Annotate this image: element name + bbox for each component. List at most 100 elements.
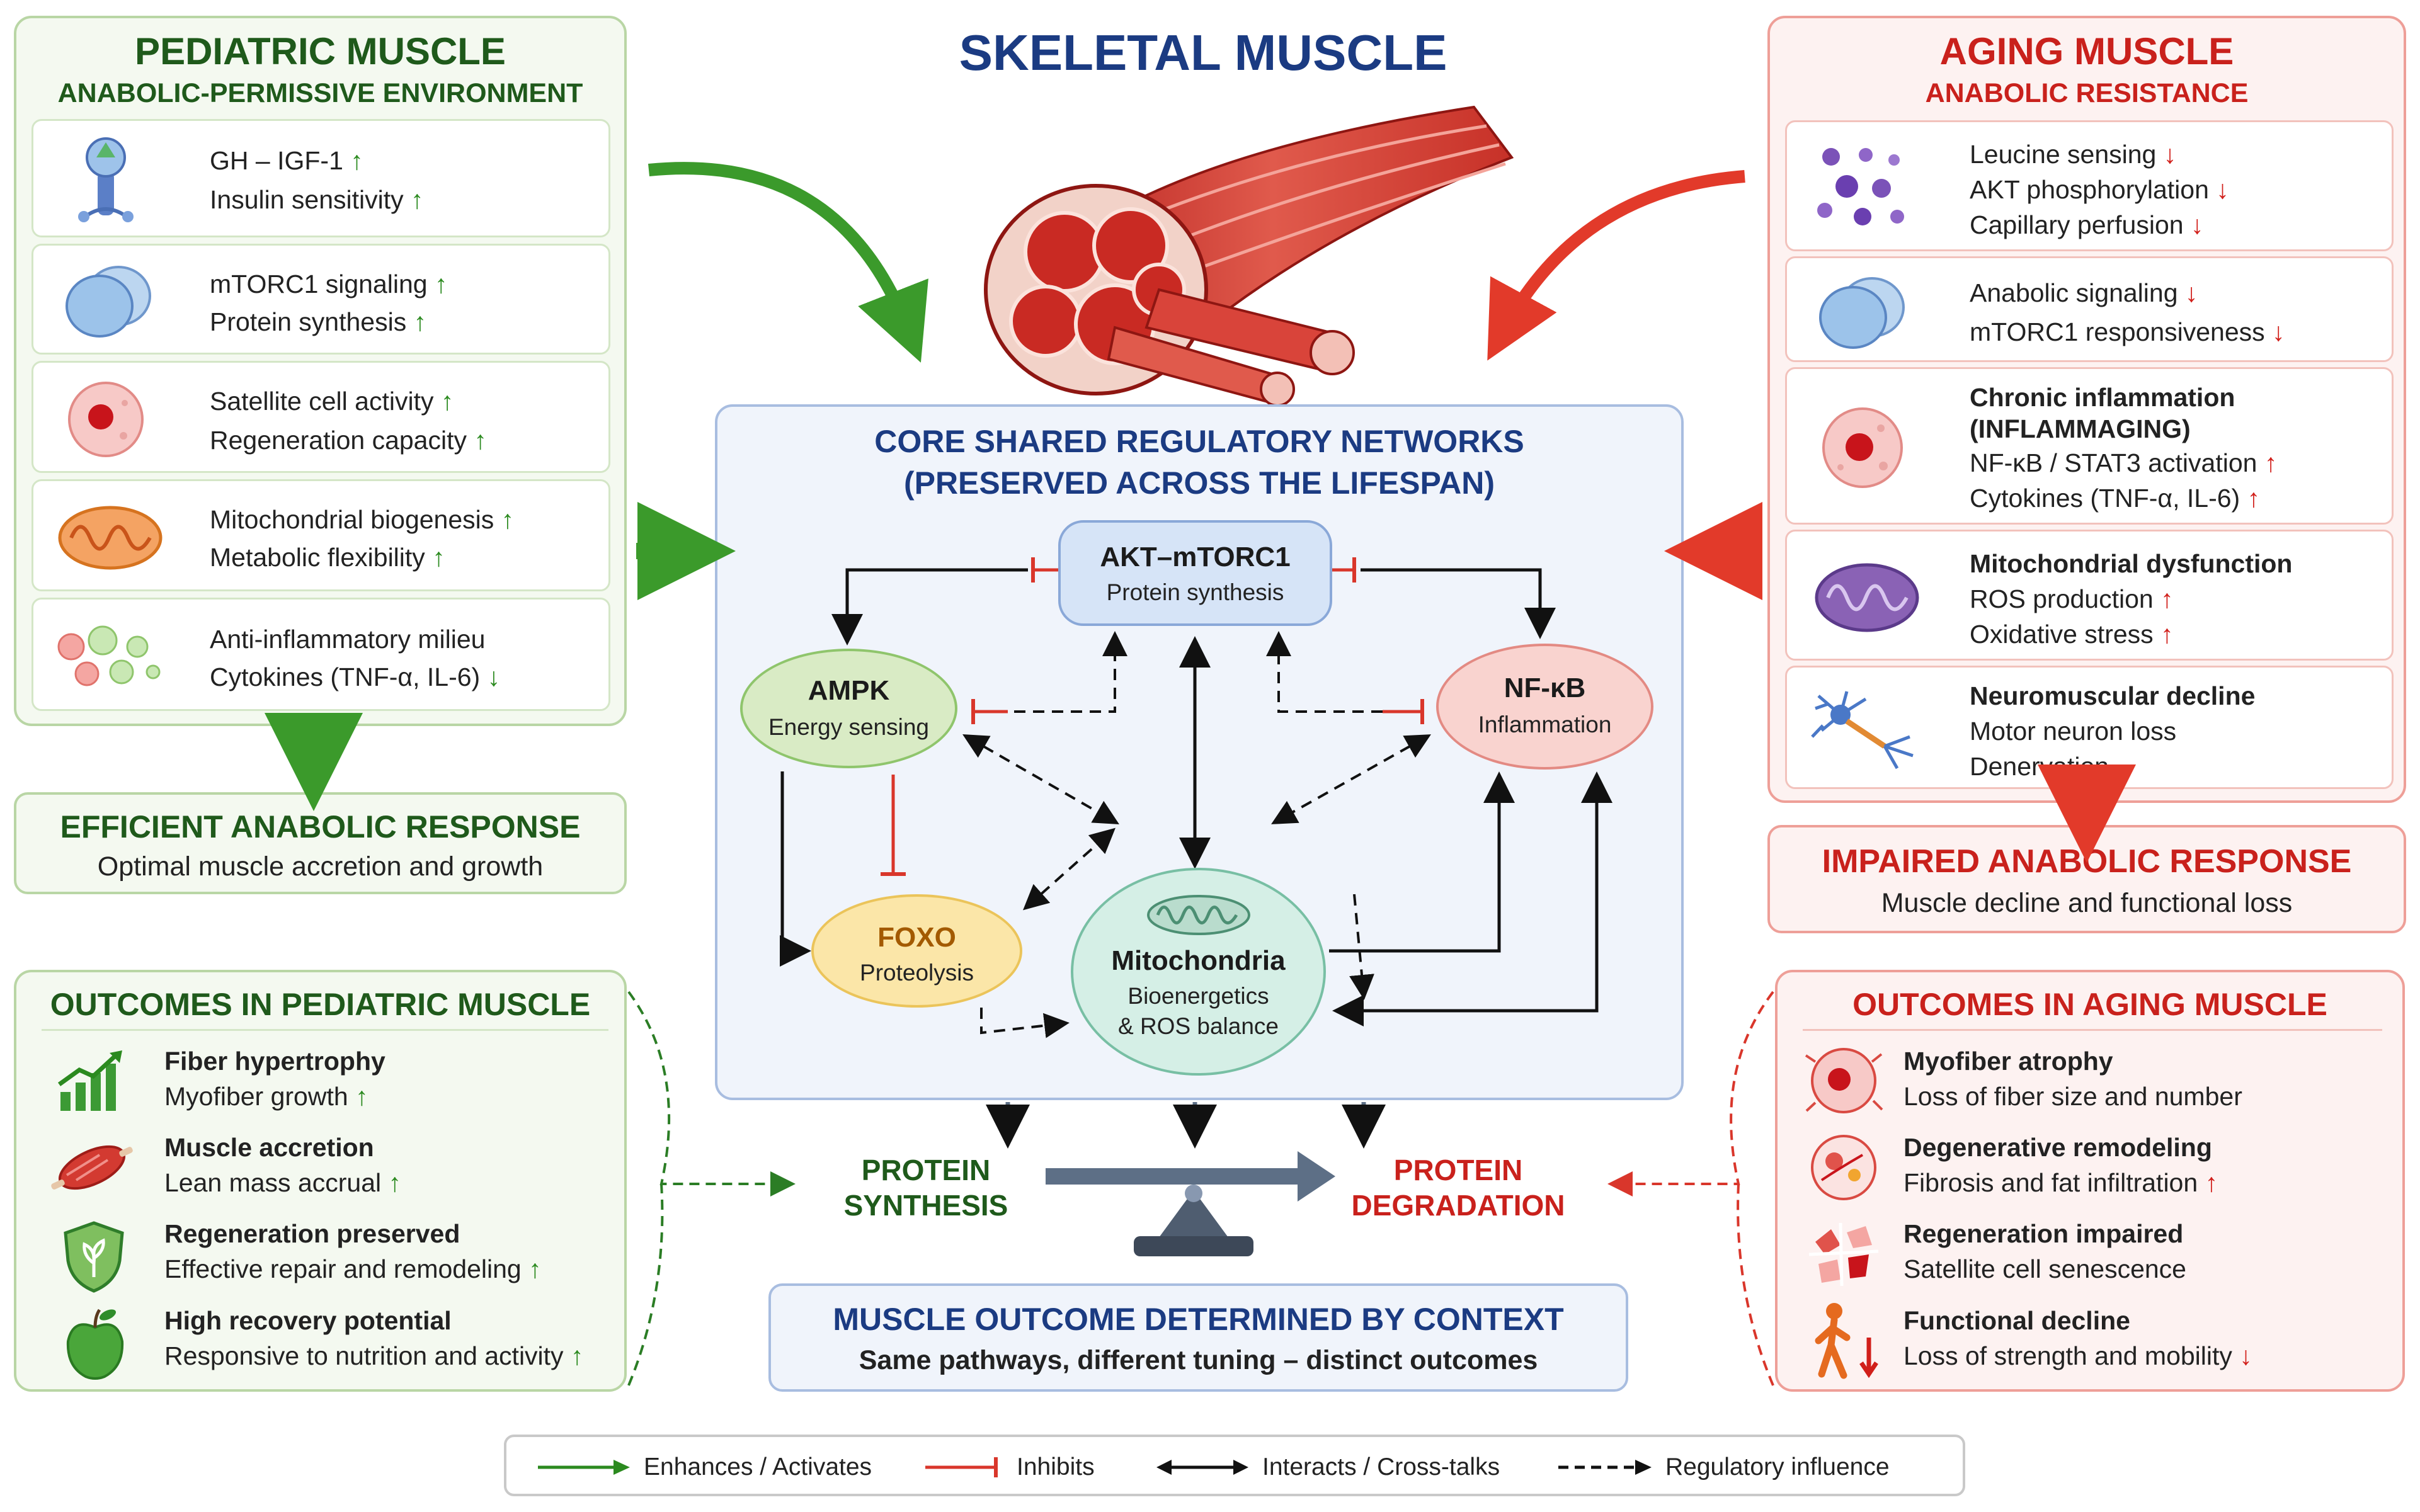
pediatric-subtitle: ANABOLIC-PERMISSIVE ENVIRONMENT <box>57 78 583 108</box>
aging-panel: AGING MUSCLE ANABOLIC RESISTANCE Leucine… <box>1767 16 2406 803</box>
legend-enhances: Enhances / Activates <box>644 1453 872 1481</box>
down-arrow-icon: ↓ <box>2184 278 2198 307</box>
legend-interacts: Interacts / Cross-talks <box>1262 1453 1500 1481</box>
protein-synthesis-line2: SYNTHESIS <box>843 1189 1008 1222</box>
aging-item-leucine: Leucine sensing ↓ AKT phosphorylation ↓ … <box>1785 120 2394 251</box>
aging-item-line: Capillary perfusion <box>1970 210 2184 239</box>
node-title: Mitochondria <box>1111 945 1286 976</box>
core-title-line1: CORE SHARED REGULATORY NETWORKS <box>874 424 1524 459</box>
satellite-cell-icon <box>68 382 144 457</box>
up-arrow-icon: ↑ <box>413 307 427 336</box>
node-title: FOXO <box>877 922 956 953</box>
pediatric-item-satellite: Satellite cell activity ↑ Regeneration c… <box>31 361 610 473</box>
node-title: NF-κB <box>1504 673 1586 703</box>
outcome-text: Responsive to nutrition and activity <box>164 1341 564 1370</box>
node-subtitle: Inflammation <box>1478 712 1612 737</box>
pediatric-item-line: Cytokines (TNF-α, IL-6) <box>210 662 481 691</box>
aging-item-line: Cytokines (TNF-α, IL-6) <box>1970 484 2240 513</box>
efficient-response-text: Optimal muscle accretion and growth <box>97 851 544 882</box>
regulatory-arrow-icon <box>1558 1460 1652 1475</box>
pediatric-outcomes-panel: OUTCOMES IN PEDIATRIC MUSCLE Fiber hyper… <box>14 970 627 1392</box>
pediatric-panel: PEDIATRIC MUSCLE ANABOLIC-PERMISSIVE ENV… <box>14 16 627 726</box>
pediatric-outcomes-title: OUTCOMES IN PEDIATRIC MUSCLE <box>50 987 591 1022</box>
node-subtitle: Bioenergetics <box>1127 983 1269 1009</box>
aging-subtitle: ANABOLIC RESISTANCE <box>1925 78 2249 108</box>
walking-person-icon <box>1815 1303 1878 1379</box>
aging-outcomes-panel: OUTCOMES IN AGING MUSCLE Myofiber atroph… <box>1775 970 2405 1392</box>
aging-item-line: Anabolic signaling <box>1970 278 2178 307</box>
up-arrow-icon: ↑ <box>388 1168 402 1197</box>
divider <box>42 1029 608 1031</box>
pediatric-item-line: mTORC1 signaling <box>210 270 428 298</box>
node-subtitle: Proteolysis <box>860 960 974 986</box>
muscle-outcome-title: MUSCLE OUTCOME DETERMINED BY CONTEXT <box>833 1302 1564 1337</box>
pediatric-item-line: Insulin sensitivity <box>210 185 404 214</box>
down-arrow-icon: ↓ <box>2163 140 2177 169</box>
node-ampk: AMPK Energy sensing <box>740 649 957 768</box>
pediatric-item-line: Metabolic flexibility <box>210 543 425 572</box>
muscle-outcome-text: Same pathways, different tuning – distin… <box>859 1345 1538 1375</box>
shield-leaf-icon <box>64 1221 124 1293</box>
aging-item-mitochondrial: Mitochondrial dysfunction ROS production… <box>1785 530 2394 661</box>
up-arrow-icon: ↑ <box>2264 448 2278 477</box>
aging-item-line: Motor neuron loss <box>1970 717 2177 746</box>
down-arrow-icon: ↓ <box>2239 1341 2252 1370</box>
outcome-title: Degenerative remodeling <box>1903 1133 2212 1162</box>
up-arrow-icon: ↑ <box>528 1254 542 1283</box>
protein-synthesis-label: PROTEIN SYNTHESIS <box>825 1152 1027 1223</box>
protein-degradation-label: PROTEIN DEGRADATION <box>1351 1152 1565 1223</box>
leucine-molecules-icon <box>1817 148 1904 225</box>
up-arrow-icon: ↑ <box>411 185 424 214</box>
outcome-text: Fibrosis and fat infiltration <box>1903 1168 2198 1197</box>
remodeling-cell-icon <box>1811 1135 1876 1200</box>
enhances-arrow-icon <box>538 1460 630 1475</box>
node-subtitle: Protein synthesis <box>1106 579 1284 605</box>
aging-item-line: Neuromuscular decline <box>1970 681 2256 710</box>
aging-item-line: ROS production <box>1970 584 2154 613</box>
legend-inhibits: Inhibits <box>1017 1453 1095 1481</box>
up-arrow-icon: ↑ <box>501 505 515 534</box>
outcome-title: Muscle accretion <box>164 1133 374 1162</box>
up-arrow-icon: ↑ <box>435 270 448 298</box>
outcome-text: Effective repair and remodeling <box>164 1254 522 1283</box>
hormone-receptor-icon <box>78 137 134 222</box>
aging-item-line: Leucine sensing <box>1970 140 2157 169</box>
aging-item-line: NF-κB / STAT3 activation <box>1970 448 2257 477</box>
aging-item-line: Chronic inflammation <box>1970 383 2235 412</box>
aging-item-anabolic: Anabolic signaling ↓ mTORC1 responsivene… <box>1785 256 2394 362</box>
aging-item-line: (INFLAMMAGING) <box>1970 414 2191 443</box>
mitochondrion-icon <box>1815 563 1919 632</box>
down-arrow-icon: ↓ <box>2190 210 2204 239</box>
neuron-icon <box>1811 691 1914 770</box>
node-akt-mtorc1: AKT–mTORC1 Protein synthesis <box>1058 520 1332 626</box>
protein-degradation-line2: DEGRADATION <box>1351 1189 1565 1222</box>
outcome-text: Lean mass accrual <box>164 1168 382 1197</box>
up-arrow-icon: ↑ <box>2160 620 2174 649</box>
outcome-text: Satellite cell senescence <box>1903 1254 2186 1283</box>
pediatric-item-antiinflammatory: Anti-inflammatory milieu Cytokines (TNF-… <box>31 598 610 711</box>
aging-outcomes-title: OUTCOMES IN AGING MUSCLE <box>1852 987 2327 1022</box>
outcome-title: Fiber hypertrophy <box>164 1047 385 1076</box>
interacts-arrow-icon <box>1156 1460 1248 1475</box>
down-arrow-icon: ↓ <box>487 662 501 691</box>
main-title: SKELETAL MUSCLE <box>959 25 1447 81</box>
node-nfkb: NF-κB Inflammation <box>1436 644 1653 770</box>
skeletal-muscle-illustration <box>984 105 1514 407</box>
pediatric-item-line: Protein synthesis <box>210 307 407 336</box>
aging-title: AGING MUSCLE <box>1939 30 2234 72</box>
apple-icon <box>66 1309 124 1380</box>
up-arrow-icon: ↑ <box>2247 484 2261 513</box>
aging-item-line: AKT phosphorylation <box>1970 175 2209 204</box>
outcome-text: Loss of fiber size and number <box>1903 1082 2242 1111</box>
up-arrow-icon: ↑ <box>350 146 363 175</box>
muscle-outcome-box: MUSCLE OUTCOME DETERMINED BY CONTEXT Sam… <box>768 1283 1628 1392</box>
node-subtitle: Energy sensing <box>768 714 930 740</box>
up-arrow-icon: ↑ <box>432 543 445 572</box>
aging-item-line: Oxidative stress <box>1970 620 2154 649</box>
down-arrow-icon: ↓ <box>2216 175 2229 204</box>
inflamed-cell-icon <box>1822 407 1903 488</box>
node-title: AMPK <box>808 675 890 706</box>
node-subtitle: & ROS balance <box>1117 1013 1279 1039</box>
node-mitochondria: Mitochondria Bioenergetics & ROS balance <box>1071 868 1326 1076</box>
